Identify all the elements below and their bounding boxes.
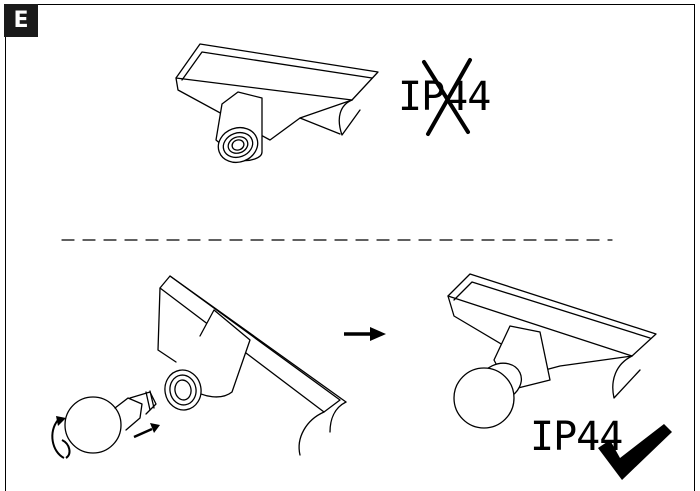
panel-label: E bbox=[4, 4, 38, 37]
fixture-without-bulb bbox=[175, 43, 379, 164]
ip44-label-not-compliant: IP44 bbox=[398, 74, 491, 120]
cross-icon bbox=[422, 58, 472, 136]
ip44-label-compliant: IP44 bbox=[530, 414, 623, 460]
fixture-installing-bulb bbox=[64, 275, 347, 456]
fixture-with-bulb bbox=[447, 273, 657, 429]
right-arrow-icon bbox=[344, 327, 386, 341]
rotate-arrow-icon bbox=[51, 416, 71, 459]
checkmark-icon bbox=[598, 424, 672, 480]
insert-arrow-icon bbox=[133, 423, 160, 439]
panel-frame bbox=[5, 4, 695, 491]
